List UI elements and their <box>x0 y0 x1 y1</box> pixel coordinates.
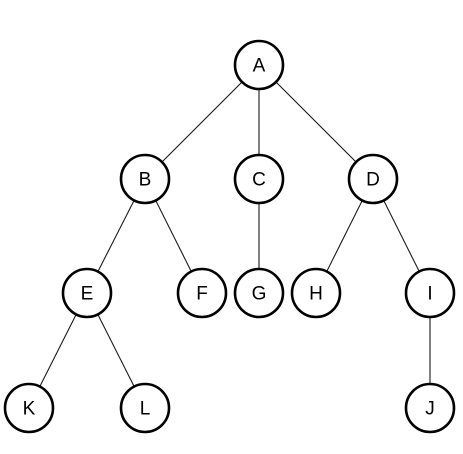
node-a: A <box>233 39 285 91</box>
node-label-e: E <box>81 284 94 305</box>
node-circle-f <box>176 267 228 319</box>
edge-d-h <box>326 200 363 272</box>
node-e: E <box>61 267 113 319</box>
edge-b-e <box>97 200 135 272</box>
node-label-i: I <box>427 284 432 305</box>
node-circle-l <box>119 382 171 434</box>
node-circle-c <box>233 153 285 205</box>
node-circle-j <box>404 382 456 434</box>
edge-d-i <box>383 200 420 272</box>
node-label-j: J <box>425 399 435 420</box>
node-circle-e <box>61 267 113 319</box>
node-b: B <box>119 153 171 205</box>
node-label-l: L <box>140 399 151 420</box>
node-label-b: B <box>139 170 152 191</box>
node-d: D <box>347 153 399 205</box>
node-k: K <box>3 382 55 434</box>
node-l: L <box>119 382 171 434</box>
edge-a-d <box>275 81 357 163</box>
node-label-a: A <box>253 56 266 77</box>
node-circle-a <box>233 39 285 91</box>
node-label-d: D <box>366 170 380 191</box>
node-circle-k <box>3 382 55 434</box>
node-circle-h <box>290 267 342 319</box>
node-label-c: C <box>252 170 266 191</box>
node-circle-i <box>404 267 456 319</box>
node-label-f: F <box>196 284 208 305</box>
node-c: C <box>233 153 285 205</box>
node-label-g: G <box>252 284 267 305</box>
tree-nodes: A B C D E F G H I K L J <box>3 39 456 434</box>
edge-e-l <box>97 314 135 387</box>
node-label-h: H <box>309 284 323 305</box>
node-f: F <box>176 267 228 319</box>
node-i: I <box>404 267 456 319</box>
node-label-k: K <box>23 399 36 420</box>
edge-e-k <box>39 314 77 387</box>
tree-edges <box>39 81 431 387</box>
node-circle-g <box>233 267 285 319</box>
node-circle-d <box>347 153 399 205</box>
node-g: G <box>233 267 285 319</box>
edge-a-b <box>161 81 243 163</box>
edge-b-f <box>155 200 192 272</box>
node-circle-b <box>119 153 171 205</box>
node-h: H <box>290 267 342 319</box>
node-j: J <box>404 382 456 434</box>
